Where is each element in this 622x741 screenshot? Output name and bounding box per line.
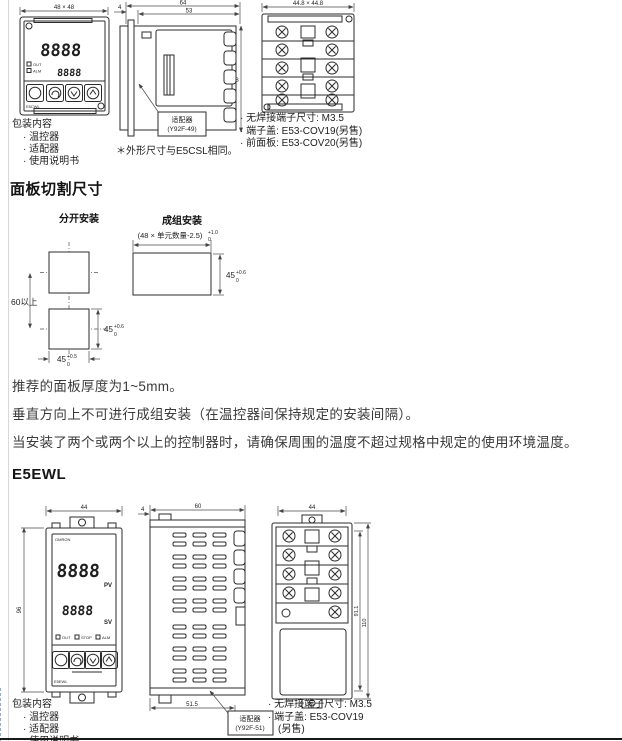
adapter-callout-box (227, 710, 274, 736)
pv-label: PV (104, 583, 112, 589)
up-arrow-icon (105, 656, 113, 662)
e5ewl-package-contents: 包装内容 · 温控器 · 适配器 · 使用说明书 (12, 699, 79, 741)
vent-slots (172, 532, 227, 683)
e5cwl-down-button (65, 84, 83, 102)
down-arrow-icon (89, 658, 97, 664)
loop-arrow-icon (51, 90, 60, 98)
cutout-width-tol-sup: +0.5 (67, 354, 77, 360)
e5cwl-side-view-drawing: 4 64 53 58 适配器 (Y92F-49) (114, 1, 243, 137)
adapter-label: 适配器 (172, 115, 193, 124)
e5ewl-front-height-dim: 96 (17, 606, 23, 613)
page-bottom-rule (0, 738, 622, 740)
terminal-note: · 无焊接端子尺寸: M3.5 (240, 113, 344, 124)
terminal-note: · 端子盖: E53-COV19 (268, 711, 364, 723)
group-formula: (48 × 单元数量-2.5) (138, 230, 203, 240)
e5ewl-pv-display: 8888 (56, 561, 101, 582)
terminal-note: (另售) (278, 724, 305, 735)
e5cwl-total-depth-dim: 64 (180, 1, 187, 7)
cutout-height-tol-sup: +0.6 (114, 324, 124, 330)
package-item: · 温控器 (23, 132, 60, 143)
group-height-tol-sup: +0.6 (236, 270, 246, 276)
terminal-note: · 前面板: E53-COV20(另售) (240, 138, 363, 149)
e5ewl-rear-outer-height-dim: 110 (362, 619, 368, 628)
up-arrow-icon (89, 89, 97, 95)
sv-label: SV (104, 620, 112, 626)
e5ewl-rear-width-dim: 44 (309, 505, 316, 511)
e5ewl-model-label: E5EWL (54, 679, 68, 684)
cutout-height-dim: 45 (104, 325, 113, 334)
e5cwl-terminal-notes: · 无焊接端子尺寸: M3.5 · 端子盖: E53-COV19(另售) · 前… (240, 113, 362, 151)
terminal-screws-left (275, 25, 289, 107)
terminal-note: · 无焊接端子尺寸: M3.5 (268, 699, 372, 710)
note-ambient-temperature: 当安装了两个或两个以上的控制器时，请确保周围的温度不超过规格中规定的使用环境温度… (12, 435, 578, 450)
package-title: 包装内容 (12, 699, 52, 710)
adapter-label: 适配器 (240, 714, 261, 723)
page-left-dashed-border (0, 688, 2, 741)
e5cwl-body-depth-dim: 53 (186, 9, 193, 15)
separate-mounting-title: 分开安装 (59, 212, 99, 225)
note-vertical-mounting: 垂直方向上不可进行成组安装（在温控器间保持规定的安装间隔）。 (12, 407, 420, 422)
group-formula-tol-sup: +1.0 (208, 230, 218, 236)
e5ewl-side-view-drawing: 4 60 (138, 504, 274, 736)
e5cwl-indicator-out: OUT (33, 62, 42, 67)
note-panel-thickness: 推荐的面板厚度为1~5mm。 (12, 379, 184, 394)
adapter-model: (Y92F-49) (167, 126, 196, 133)
e5ewl-depth-dim: 60 (195, 504, 202, 510)
e5ewl-heading: E5EWL (12, 466, 67, 483)
e5cwl-indicator-alm: ALM (33, 69, 41, 74)
package-item: · 适配器 (23, 724, 60, 735)
panel-cutout-heading: 面板切割尺寸 (10, 181, 104, 198)
e5ewl-body-depth-dim: 51.5 (186, 702, 198, 708)
separate-mounting-drawing: 分开安装 60以上 45 +0.6 0 45 +0.5 0 (11, 212, 124, 368)
group-mounting-title: 成组安装 (162, 214, 202, 227)
loop-arrow-icon (73, 657, 82, 665)
package-item: · 使用说明书 (23, 156, 80, 167)
e5cwl-front-dim-label: 48 × 48 (54, 5, 75, 11)
e5ewl-rear-view-drawing: 44 (271, 505, 371, 709)
e5cwl-mode-button (46, 84, 64, 102)
cutout-width-tol-sub: 0 (67, 362, 70, 368)
e5ewl-bezel-dim: 4 (141, 507, 145, 513)
e5ewl-sv-display: 8888 (61, 604, 93, 619)
package-title: 包装内容 (12, 119, 52, 130)
e5ewl-front-width-dim: 44 (81, 505, 88, 511)
e5cwl-front-view-drawing: 48 × 48 8888 OUT ALM 8888 E5CWL (19, 5, 110, 116)
group-formula-tol-sub: 0 (208, 237, 211, 243)
e5cwl-bezel-dim: 4 (118, 5, 122, 11)
terminal-note: · 端子盖: E53-COV19(另售) (240, 125, 363, 137)
adapter-callout-box (157, 111, 207, 137)
e5ewl-rear-inner-height-dim: 91.1 (354, 606, 360, 617)
page-left-border (8, 0, 9, 741)
package-item: · 温控器 (23, 712, 60, 723)
e5cwl-level-button (26, 84, 44, 102)
package-item: · 适配器 (23, 144, 60, 155)
brand-logo: OMRON (55, 537, 70, 542)
terminal-screws-right (325, 25, 339, 107)
group-mounting-drawing: 成组安装 (48 × 单元数量-2.5) +1.0 0 45 +0.6 0 (132, 214, 246, 296)
group-height-tol-sub: 0 (236, 278, 239, 284)
terminal-connectors-middle (300, 25, 316, 99)
e5ewl-front-view-drawing: 44 96 OMRON 8888 PV 8888 SV OUT STOP ALM (17, 505, 123, 704)
e5cwl-outline-note: ＊外形尺寸与E5CSL相同。 (116, 146, 238, 157)
e5cwl-rear-dim-label: 44.8 × 44.8 (293, 1, 324, 7)
e5cwl-rear-view-drawing: 44.8 × 44.8 (261, 1, 355, 113)
down-arrow-icon (70, 91, 78, 97)
cutout-width-dim: 45 (57, 355, 66, 364)
separate-spacing-dim: 60以上 (11, 297, 38, 307)
e5cwl-sv-display: 8888 (57, 68, 82, 79)
group-height-dim: 45 (226, 271, 235, 280)
e5ewl-indicator-alm: ALM (102, 635, 110, 640)
cutout-height-tol-sub: 0 (114, 332, 117, 338)
e5cwl-up-button (84, 84, 102, 102)
adapter-model: (Y92F-51) (235, 725, 264, 732)
e5ewl-indicator-out: OUT (62, 635, 71, 640)
e5ewl-terminal-notes: · 无焊接端子尺寸: M3.5 · 端子盖: E53-COV19 (另售) (268, 699, 372, 737)
terminal-connectors-middle (304, 529, 320, 602)
e5cwl-package-contents: 包装内容 · 温控器 · 适配器 · 使用说明书 (12, 119, 79, 168)
e5ewl-indicator-stop: STOP (81, 635, 92, 640)
e5cwl-pv-display: 8888 (40, 41, 82, 61)
e5cwl-model-label: E5CWL (26, 104, 41, 109)
